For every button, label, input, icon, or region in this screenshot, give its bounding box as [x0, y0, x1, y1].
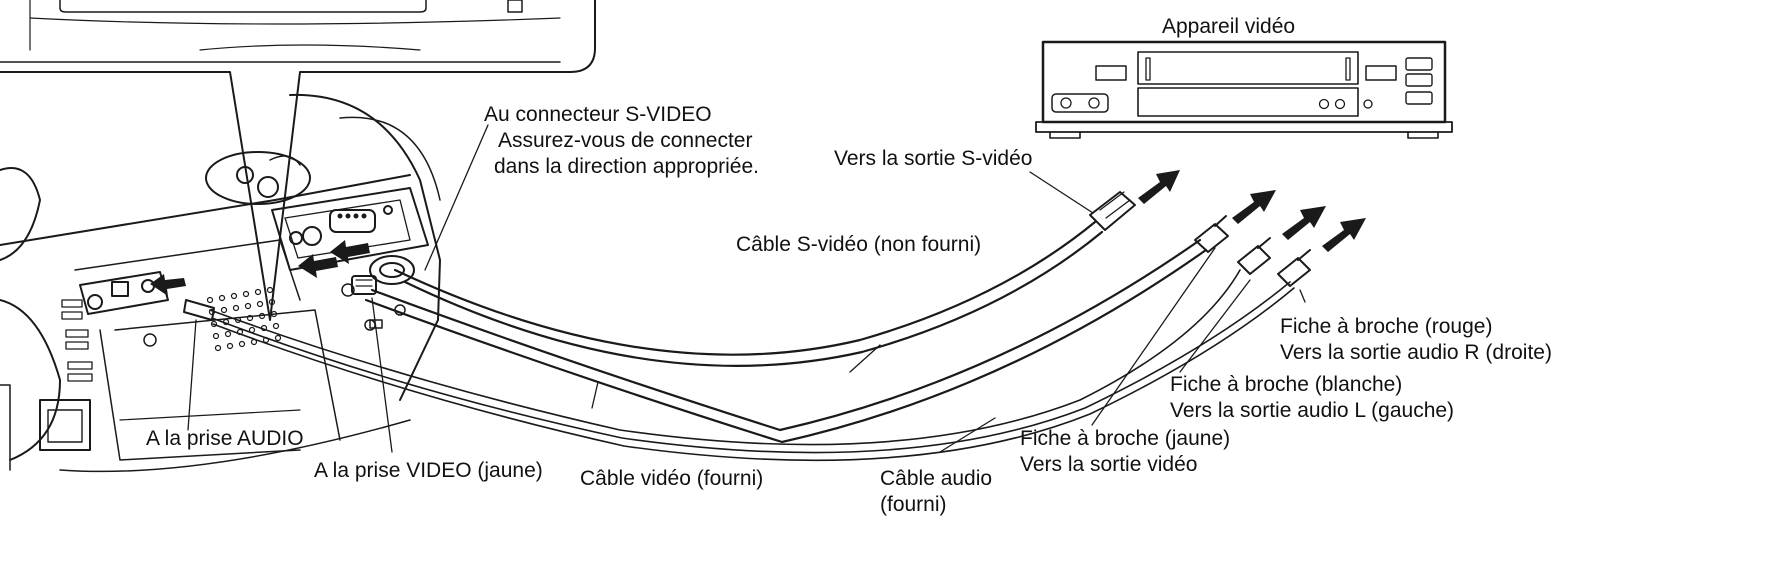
yellow-plug-line2: Vers la sortie vidéo [1020, 453, 1198, 476]
white-pin-plug [1237, 237, 1271, 275]
svideo-connector-line3: dans la direction appropriée. [494, 155, 760, 178]
red-plug-label: Fiche à broche (rouge) Vers la sortie au… [1280, 314, 1552, 366]
red-plug-line2: Vers la sortie audio R (droite) [1280, 341, 1552, 364]
white-plug-line1: Fiche à broche (blanche) [1170, 373, 1403, 396]
video-plug-projector-end [351, 275, 377, 295]
audio-jack-label: A la prise AUDIO [146, 427, 304, 450]
svideo-plug-projector-end [369, 255, 415, 285]
svideo-plug-device-end [1089, 191, 1136, 231]
power-inlet [39, 399, 91, 451]
video-jack-label: A la prise VIDEO (jaune) [314, 459, 543, 482]
projector-body [0, 93, 441, 473]
svideo-connector-line1: Au connecteur S-VIDEO [484, 103, 712, 126]
yellow-pin-plug [1194, 215, 1229, 253]
red-pin-plug [1277, 249, 1311, 287]
device-arrows [1138, 170, 1366, 252]
to-svideo-out-label: Vers la sortie S-vidéo [834, 147, 1033, 170]
leader-lines [187, 124, 1306, 453]
audio-panel [79, 271, 169, 315]
audio-cable-label: Câble audio (fourni) [880, 466, 992, 518]
device-title: Appareil vidéo [1162, 15, 1296, 38]
video-device [1035, 40, 1453, 139]
svideo-cable-label: Câble S-vidéo (non fourni) [736, 233, 982, 256]
terminal-panel [271, 187, 429, 271]
white-plug-line2: Vers la sortie audio L (gauche) [1170, 399, 1455, 422]
audio-cable [209, 269, 1295, 462]
yellow-plug-label: Fiche à broche (jaune) Vers la sortie vi… [1020, 426, 1230, 478]
audio-cable-line1: Câble audio [880, 467, 993, 490]
zoom-callout [0, 0, 596, 321]
side-slots [61, 299, 93, 382]
white-plug-label: Fiche à broche (blanche) Vers la sortie … [1170, 372, 1454, 424]
mini-jack-plug [183, 299, 215, 321]
insert-arrows [150, 240, 370, 296]
svideo-connector-label: Au connecteur S-VIDEO Assurez-vous de co… [484, 102, 759, 180]
svideo-connector-line2: Assurez-vous de connecter [498, 129, 753, 152]
red-plug-line1: Fiche à broche (rouge) [1280, 315, 1493, 338]
video-cable [364, 238, 1208, 444]
video-cable-label: Câble vidéo (fourni) [580, 467, 764, 490]
svideo-cable [393, 220, 1104, 367]
audio-cable-line2: (fourni) [880, 493, 947, 516]
yellow-plug-line1: Fiche à broche (jaune) [1020, 427, 1231, 450]
